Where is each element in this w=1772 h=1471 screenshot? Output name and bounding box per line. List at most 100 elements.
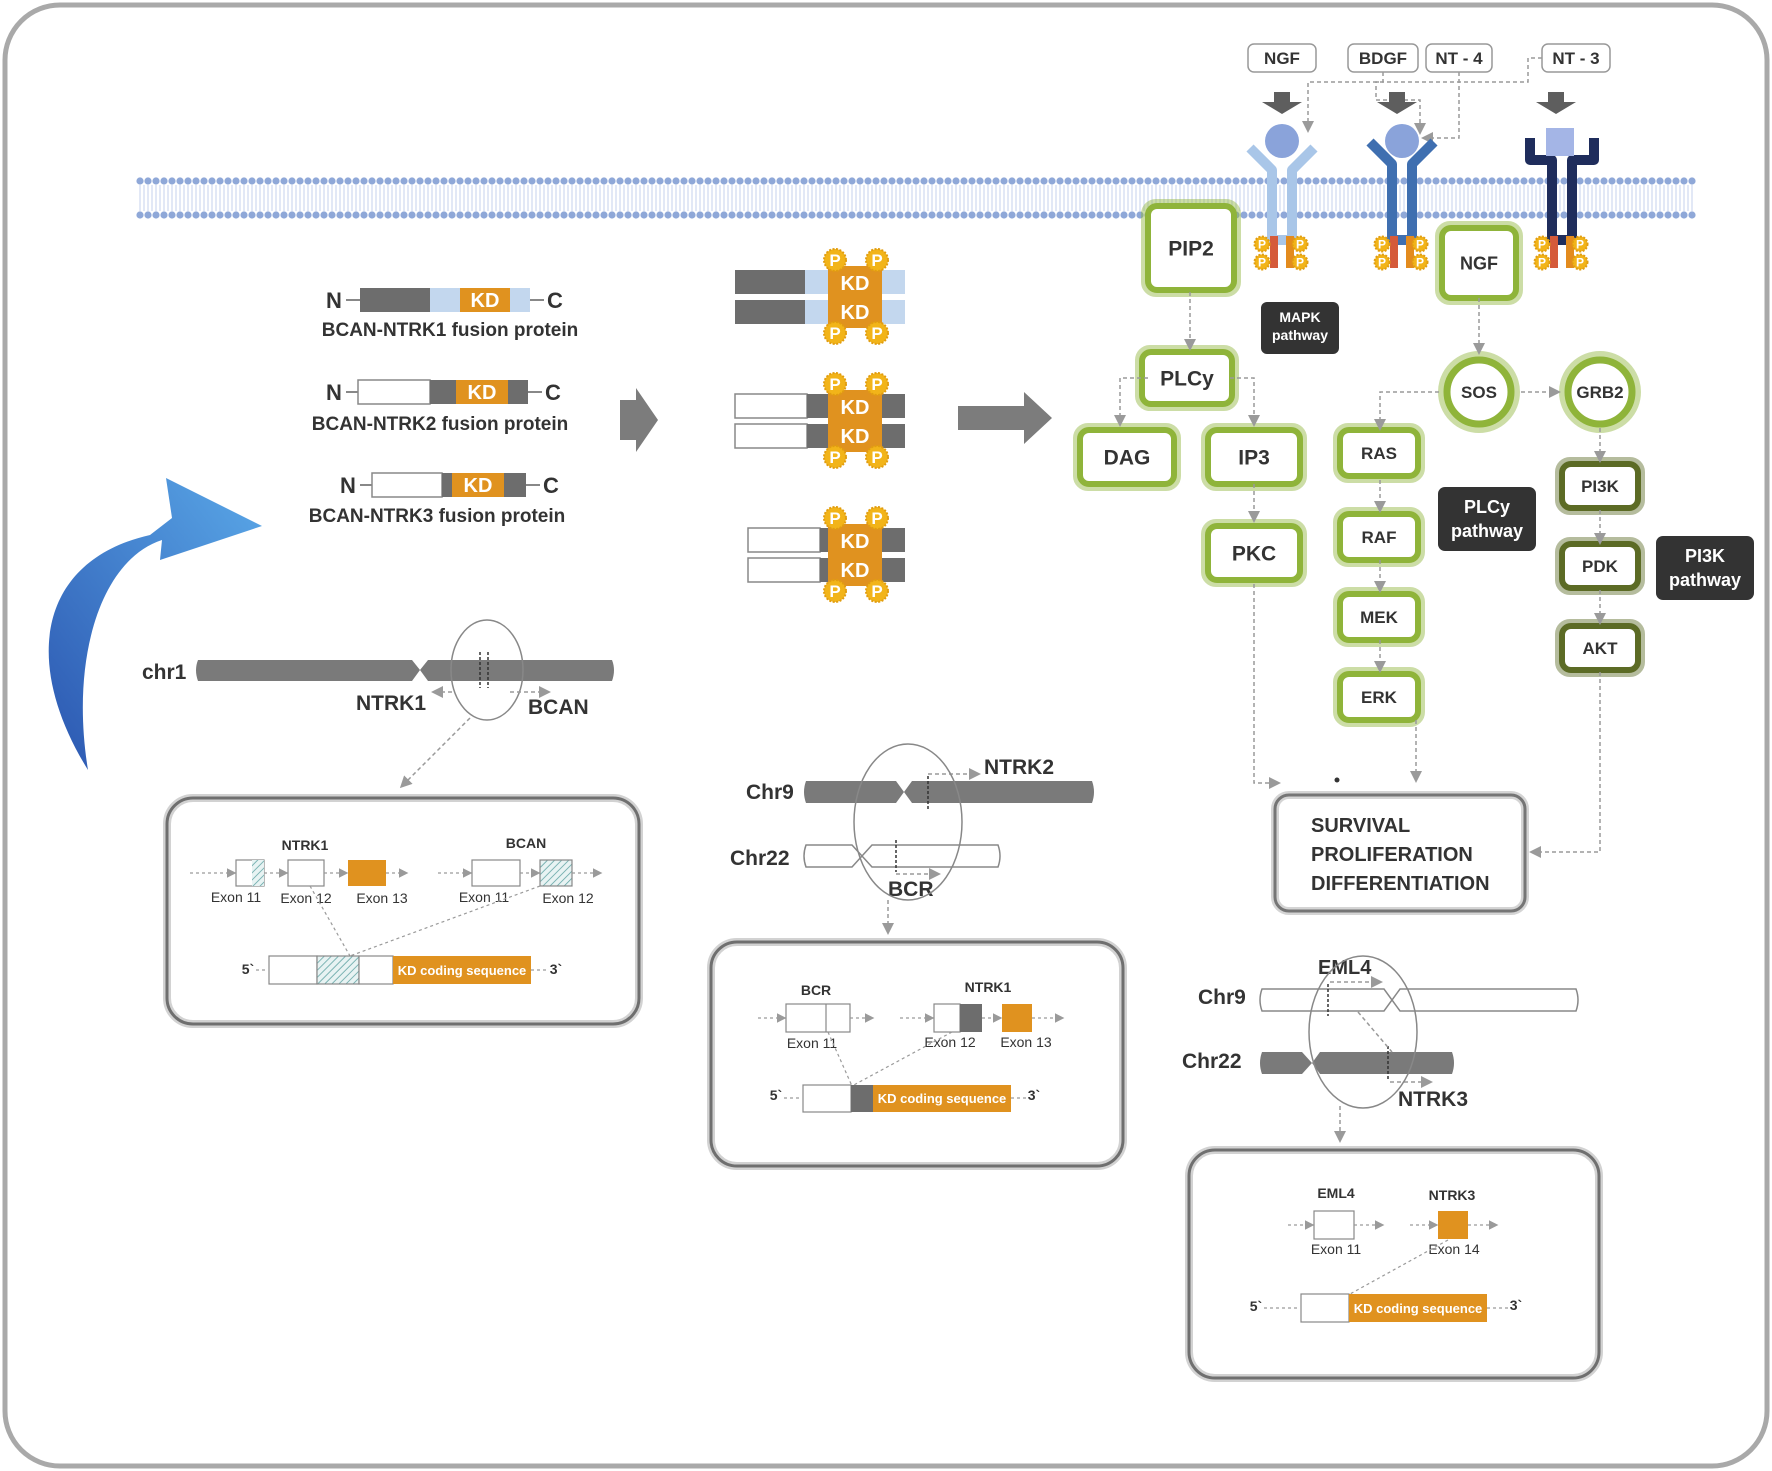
svg-text:P: P <box>871 509 882 528</box>
outcome-survival: SURVIVAL <box>1311 815 1410 837</box>
svg-text:P: P <box>829 375 840 394</box>
pathway-pi3k-pathway-0-text: PI3K <box>1685 546 1725 566</box>
svg-text:P: P <box>1576 237 1584 251</box>
svg-text:ERK: ERK <box>1361 688 1398 707</box>
bcr-ntrk2-chr-bottom-text: Chr22 <box>730 847 790 870</box>
svg-text:P: P <box>1378 255 1386 269</box>
fusion-caption-1: BCAN-NTRK1 fusion protein <box>322 320 578 341</box>
fusion-protein-1: N KD C BCAN-NTRK1 fusion protein <box>322 288 578 341</box>
fusion-proteins-2-c-text: C <box>543 473 559 498</box>
dimer-kd-box <box>828 266 882 328</box>
bcr-ntrk2-exons-right-1-text: Exon 13 <box>1000 1034 1052 1050</box>
svg-text:P: P <box>1576 255 1584 269</box>
phosphate-badge: P <box>1253 235 1271 253</box>
phosphate-badge: P <box>865 506 889 530</box>
ligand-nt4: NT - 4 <box>1435 49 1483 68</box>
chr9-chr22-locus-ntrk3: EML4 Chr9 Chr22 NTRK3 <box>1182 955 1579 1143</box>
phosphate-badge: P <box>865 579 889 603</box>
eml4-ntrk3-box-gene-left-text: EML4 <box>1317 1185 1355 1201</box>
ligand-ngf: NGF <box>1264 49 1300 68</box>
gene-bcan: BCAN <box>528 696 589 719</box>
bcan-ntrk1-kd-seq-text: KD coding sequence <box>398 963 527 978</box>
svg-text:P: P <box>1258 237 1266 251</box>
svg-text:P: P <box>829 448 840 467</box>
mapk-pathway-label: MAPK pathway <box>1261 302 1339 354</box>
arrow-to-pathways <box>958 392 1052 444</box>
dimer-kd-box <box>828 524 882 586</box>
eml4-ntrk3-five-text: 5` <box>1250 1298 1262 1314</box>
ligand-connectors <box>1302 57 1542 144</box>
svg-text:DAG: DAG <box>1104 447 1151 470</box>
phosphate-badge: P <box>1373 253 1391 271</box>
node-erk: ERK <box>1333 667 1425 727</box>
pi3k-pathway-label: PI3K pathway <box>1656 536 1754 600</box>
phosphate-badge: P <box>1571 253 1589 271</box>
outcome-box: SURVIVAL PROLIFERATION DIFFERENTIATION <box>1271 791 1529 915</box>
receptor-trka <box>1246 124 1318 268</box>
bcan-ntrk1-three-text: 3` <box>550 961 562 977</box>
phosphate-badge: P <box>865 321 889 345</box>
svg-text:MEK: MEK <box>1360 608 1399 627</box>
bcr-ntrk2-box-gene-left-text: BCR <box>801 982 831 998</box>
fusion-proteins-2-n-text: N <box>340 473 356 498</box>
eml4-ntrk3-exon-right-text: Exon 14 <box>1428 1241 1480 1257</box>
ligand-nt3: NT - 3 <box>1552 49 1599 68</box>
node-plcy: PLCy <box>1135 345 1239 411</box>
fusion-proteins-0-c-text: C <box>547 288 563 313</box>
svg-text:P: P <box>871 251 882 270</box>
bcan-ntrk1-box-gene-right-text: BCAN <box>506 835 546 851</box>
node-pip2: PIP2 <box>1141 199 1241 297</box>
dimer-kd-label: KD <box>841 426 870 448</box>
svg-text:P: P <box>871 324 882 343</box>
phosphate-badge: P <box>865 372 889 396</box>
pathway-mapk-pathway-1-text: pathway <box>1272 327 1328 343</box>
node-ngf: NGF <box>1435 221 1523 305</box>
svg-text:P: P <box>871 448 882 467</box>
outcome-proliferation: PROLIFERATION <box>1311 844 1473 866</box>
dimer-kd-label: KD <box>841 531 870 553</box>
svg-text:P: P <box>829 251 840 270</box>
pathway-connectors <box>1114 292 1606 858</box>
arrow-to-dimers <box>620 388 658 452</box>
svg-text:P: P <box>1296 237 1304 251</box>
bcr-ntrk2-five-text: 5` <box>770 1087 782 1103</box>
curved-blue-arrow <box>48 478 263 770</box>
phosphate-badge: P <box>1373 235 1391 253</box>
phosphate-badge: P <box>1533 235 1551 253</box>
node-akt: AKT <box>1555 619 1645 677</box>
bcan-ntrk1-exons-right-0-text: Exon 11 <box>459 889 510 905</box>
phosphate-badge: P <box>823 579 847 603</box>
dimer-kd-label: KD <box>841 273 870 295</box>
ligand-arrows <box>1262 92 1576 114</box>
svg-text:PI3K: PI3K <box>1581 477 1620 496</box>
svg-text:P: P <box>1538 237 1546 251</box>
receptor-trkb <box>1366 124 1438 268</box>
pathway-pi3k-pathway-1-text: pathway <box>1669 570 1741 590</box>
phosphate-badge: P <box>1411 235 1429 253</box>
phosphate-badge: P <box>823 506 847 530</box>
phosphate-badge: P <box>823 445 847 469</box>
bcr-ntrk2-box-gene-right-text: NTRK1 <box>965 979 1012 995</box>
bcan-ntrk1-detail-box: NTRK1 BCAN Exon 11 Exon 12 Exon 13 Exon … <box>163 794 643 1028</box>
bcan-ntrk1-exons-left-1-text: Exon 12 <box>280 890 332 906</box>
eml4-ntrk3-three-text: 3` <box>1510 1297 1522 1313</box>
node-pkc: PKC <box>1201 519 1307 587</box>
phosphate-badge: P <box>1253 253 1271 271</box>
node-grb2: GRB2 <box>1559 351 1641 433</box>
phosphate-badge: P <box>823 248 847 272</box>
outcome-differentiation: DIFFERENTIATION <box>1311 873 1490 895</box>
svg-text:IP3: IP3 <box>1238 447 1270 470</box>
node-sos: SOS <box>1438 351 1520 433</box>
bcr-ntrk2-exon-left-text: Exon 11 <box>787 1035 838 1051</box>
dimer-kd-box <box>828 390 882 452</box>
fusion-proteins-0-n-text: N <box>326 288 342 313</box>
node-pi3k: PI3K <box>1555 457 1645 515</box>
svg-text:P: P <box>871 582 882 601</box>
phosphate-badge: P <box>1291 253 1309 271</box>
svg-text:PDK: PDK <box>1582 557 1619 576</box>
phosphate-badge: P <box>823 321 847 345</box>
svg-text:GRB2: GRB2 <box>1576 383 1623 402</box>
